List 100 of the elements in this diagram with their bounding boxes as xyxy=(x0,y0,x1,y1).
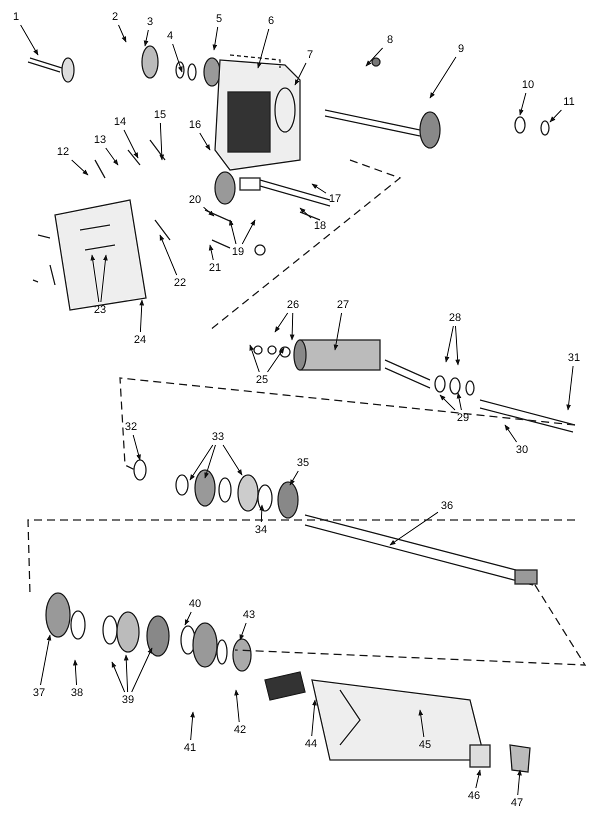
callout-number: 33 xyxy=(212,431,224,443)
callout-number: 17 xyxy=(328,193,342,205)
leader-line xyxy=(204,444,216,479)
callout-number: 2 xyxy=(112,11,118,23)
leader-line xyxy=(550,110,562,122)
leader-line xyxy=(112,661,126,692)
leader-line xyxy=(366,48,384,66)
leader-line xyxy=(418,709,424,738)
callout-number: 29 xyxy=(456,412,470,424)
callout-number: 23 xyxy=(94,304,106,316)
callout-number: 44 xyxy=(304,738,318,750)
leader-line xyxy=(105,148,118,166)
callout-number: 30 xyxy=(516,444,528,456)
callout-number: 3 xyxy=(146,16,154,28)
leader-line xyxy=(20,24,38,56)
leader-line xyxy=(144,30,149,47)
leader-line xyxy=(228,219,236,244)
leader-line xyxy=(203,206,214,216)
leader-line xyxy=(566,366,574,411)
callout-number: 35 xyxy=(296,457,310,469)
callout-number: 26 xyxy=(286,299,300,311)
callout-number: 42 xyxy=(234,724,246,736)
callout-number: 21 xyxy=(208,262,222,274)
leader-line xyxy=(71,160,88,176)
callout-number: 22 xyxy=(174,277,186,289)
leader-line xyxy=(172,44,183,73)
callout-number: 24 xyxy=(134,334,146,346)
callout-number: 47 xyxy=(510,797,524,809)
callout-number: 5 xyxy=(216,13,222,25)
leader-line xyxy=(390,512,438,546)
callout-number: 6 xyxy=(268,15,274,27)
callout-number: 39 xyxy=(122,694,134,706)
callout-number: 8 xyxy=(386,34,394,46)
callout-number: 46 xyxy=(468,790,480,802)
leader-line xyxy=(504,424,518,442)
leader-line xyxy=(72,659,78,686)
leader-line xyxy=(159,122,164,161)
callout-number: 36 xyxy=(440,500,454,512)
leader-line xyxy=(312,184,326,194)
callout-number: 37 xyxy=(32,687,46,699)
leader-line xyxy=(131,647,152,692)
leader-line xyxy=(311,699,317,736)
leader-line xyxy=(294,62,306,86)
leader-line xyxy=(100,254,108,302)
leader-line xyxy=(190,444,214,480)
leader-line xyxy=(430,56,456,98)
callout-number: 41 xyxy=(184,742,196,754)
leader-line xyxy=(160,234,178,276)
callout-number: 32 xyxy=(124,421,138,433)
leader-line xyxy=(290,470,299,486)
callout-number: 40 xyxy=(188,598,202,610)
callout-number: 20 xyxy=(188,194,202,206)
leader-line xyxy=(240,622,247,641)
callout-number: 16 xyxy=(188,119,202,131)
callout-number: 14 xyxy=(114,116,126,128)
callout-number: 9 xyxy=(458,43,464,55)
leader-line xyxy=(234,689,240,722)
leader-line xyxy=(184,612,192,626)
leader-line xyxy=(257,28,270,69)
callout-number: 12 xyxy=(56,146,70,158)
leader-line xyxy=(242,219,256,244)
callout-number: 34 xyxy=(254,524,268,536)
leader-line xyxy=(455,326,460,366)
leader-line xyxy=(274,312,288,332)
callout-number: 1 xyxy=(12,11,20,23)
callout-number: 27 xyxy=(336,299,350,311)
callout-number: 15 xyxy=(154,109,166,121)
leader-line xyxy=(222,444,242,476)
leader-line xyxy=(249,344,260,372)
leader-line xyxy=(259,504,264,522)
leader-line xyxy=(475,769,482,788)
leader-line xyxy=(124,654,129,692)
leader-line xyxy=(300,208,312,218)
leader-line xyxy=(40,634,52,686)
leader-line xyxy=(190,711,195,740)
leader-line xyxy=(132,434,141,461)
leader-line xyxy=(212,26,218,51)
callout-number: 18 xyxy=(314,220,326,232)
leader-line xyxy=(267,348,284,372)
leader-line xyxy=(118,24,126,43)
callout-number: 45 xyxy=(418,739,432,751)
leader-line xyxy=(290,312,295,341)
leader-line xyxy=(208,244,214,260)
leader-line xyxy=(517,769,522,796)
callout-number: 19 xyxy=(232,246,244,258)
leader-line xyxy=(90,254,100,302)
leader-line xyxy=(139,299,144,332)
callout-number: 4 xyxy=(166,30,174,42)
leader-line xyxy=(519,92,526,116)
callout-number: 25 xyxy=(256,374,268,386)
callout-number: 7 xyxy=(306,49,314,61)
callout-number: 38 xyxy=(70,687,84,699)
callout-number: 13 xyxy=(94,134,106,146)
callout-number: 31 xyxy=(568,352,580,364)
callout-number: 43 xyxy=(242,609,256,621)
callout-number: 28 xyxy=(448,312,462,324)
leader-line xyxy=(444,326,454,363)
leader-line xyxy=(124,130,138,159)
callout-number: 10 xyxy=(522,79,534,91)
leader-line xyxy=(456,392,462,410)
